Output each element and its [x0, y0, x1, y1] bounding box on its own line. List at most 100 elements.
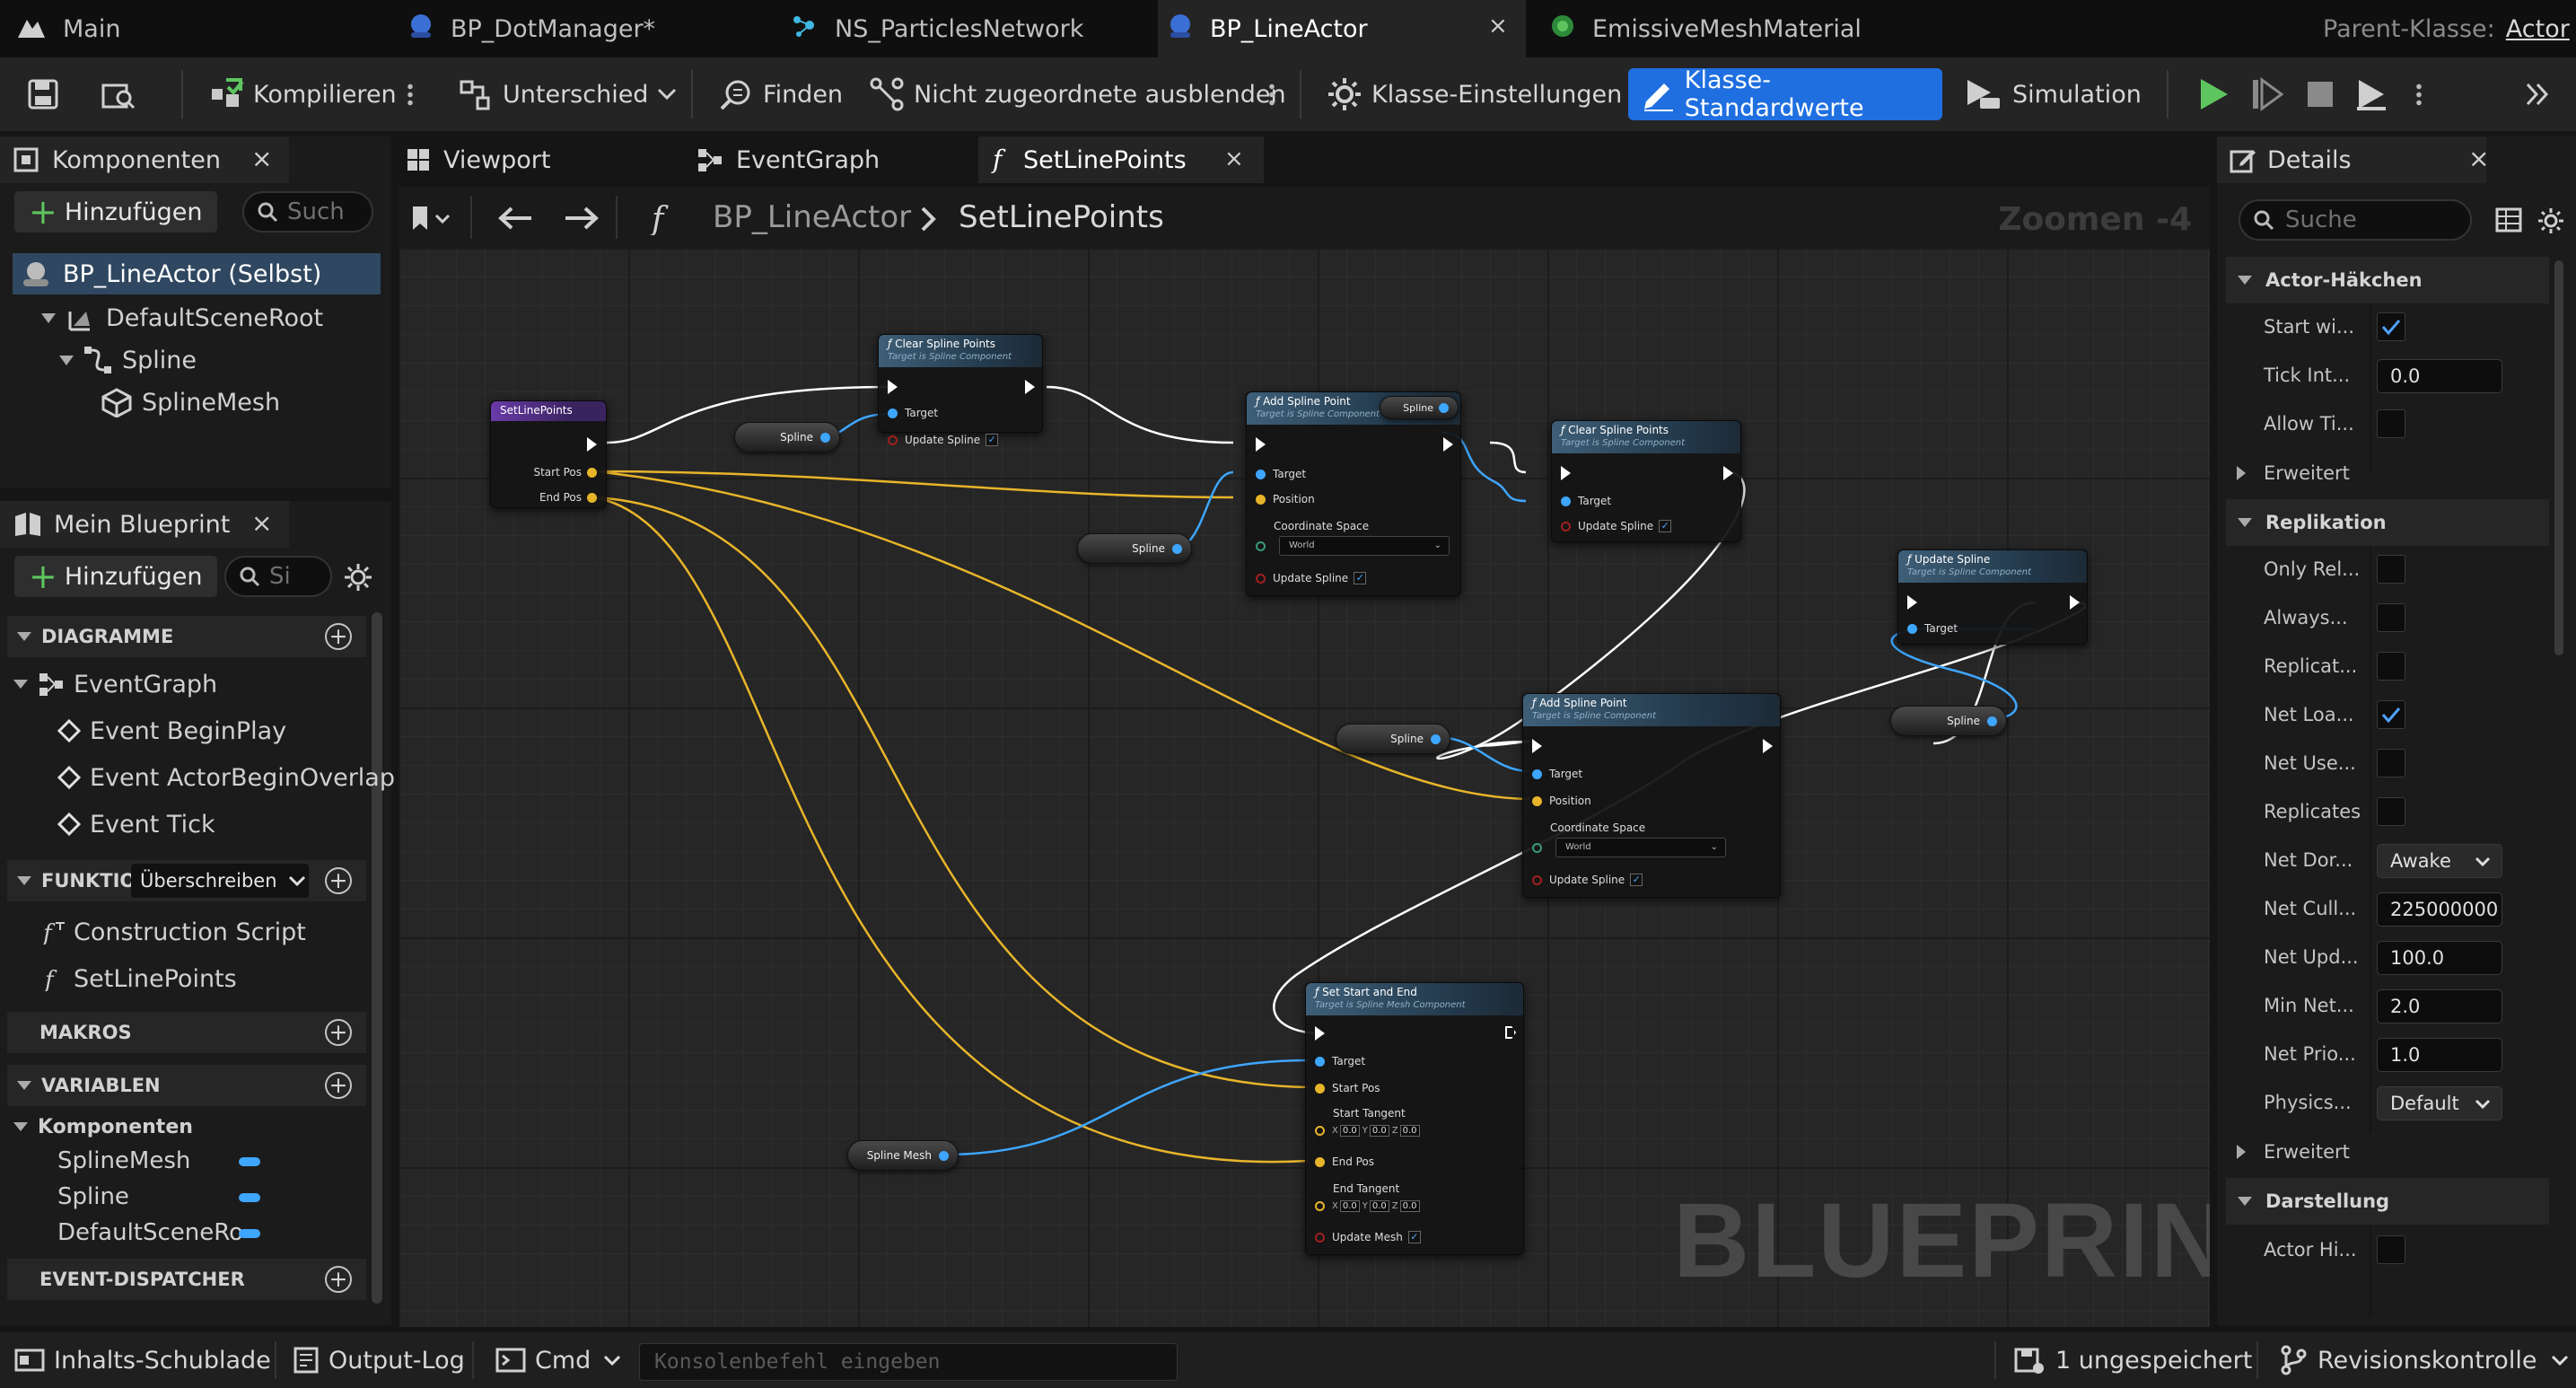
add-component-button[interactable]: +Hinzufügen — [14, 191, 217, 233]
tab-emissivemeshmaterial[interactable]: EmissiveMeshMaterial — [1540, 0, 1917, 57]
graph-item-eventgraph[interactable]: EventGraph — [13, 666, 217, 702]
dispatchers-section-header[interactable]: EVENT-DISPATCHER — [7, 1259, 366, 1300]
section-rendering[interactable]: Darstellung — [2226, 1178, 2549, 1225]
class-settings-button[interactable]: Klasse-Einstellungen — [1327, 57, 1622, 131]
my-blueprint-search-input[interactable]: Si — [224, 556, 332, 597]
end-pos-pin[interactable]: End Pos — [539, 491, 597, 504]
close-icon[interactable]: × — [1224, 145, 1244, 172]
min-net-update-input[interactable]: 2.0 — [2377, 989, 2502, 1023]
end-pos-pin[interactable]: End Pos — [1315, 1155, 1374, 1168]
variable-item-spline[interactable]: Spline — [57, 1180, 129, 1214]
add-macro-icon[interactable]: + — [325, 1019, 352, 1046]
update-spline-pin[interactable]: Update Spline✓ — [1256, 572, 1367, 584]
replicates-checkbox[interactable] — [2377, 797, 2405, 826]
start-with-tick-checkbox[interactable] — [2377, 312, 2405, 341]
actor-hidden-checkbox[interactable] — [2377, 1235, 2405, 1264]
variable-item-splinemesh[interactable]: SplineMesh — [57, 1144, 190, 1178]
content-drawer-button[interactable]: Inhalts-Schublade — [14, 1332, 271, 1388]
components-search-input[interactable]: Such — [242, 191, 373, 233]
class-defaults-button[interactable]: Klasse-Standardwerte — [1628, 66, 1942, 122]
section-actor-tick[interactable]: Actor-Häkchen — [2226, 257, 2549, 303]
vec-z[interactable]: 0.0 — [1399, 1200, 1420, 1212]
allow-tick-checkbox[interactable] — [2377, 409, 2405, 438]
net-dormancy-dropdown[interactable]: Awake — [2377, 844, 2502, 878]
target-pin[interactable]: Target — [1907, 622, 1958, 635]
exec-in-pin[interactable] — [1561, 466, 1571, 480]
node-setlinepoints-entry[interactable]: SetLinePoints Start Pos End Pos — [490, 400, 607, 508]
play-options-icon[interactable] — [2416, 83, 2422, 106]
gear-icon[interactable] — [2537, 206, 2565, 235]
function-item-setlinepoints[interactable]: f SetLinePoints — [39, 961, 237, 997]
function-item-construction-script[interactable]: f Construction Script — [39, 914, 306, 950]
position-pin[interactable]: Position — [1532, 795, 1591, 807]
gear-icon[interactable] — [343, 562, 373, 593]
add-variable-icon[interactable]: + — [325, 1072, 352, 1099]
tick-interval-input[interactable]: 0.0 — [2377, 359, 2502, 393]
start-pos-pin[interactable]: Start Pos — [533, 466, 597, 479]
tab-setlinepoints[interactable]: f SetLinePoints × — [978, 136, 1264, 183]
update-spline-pin[interactable]: Update Spline✓ — [1561, 520, 1672, 532]
vec-x[interactable]: 0.0 — [1339, 1125, 1360, 1137]
variables-section-header[interactable]: VARIABLEN — [7, 1065, 366, 1106]
unsaved-button[interactable]: 1 ungespeichert — [2014, 1332, 2252, 1388]
exec-in-pin[interactable] — [888, 380, 898, 394]
always-relevant-checkbox[interactable] — [2377, 603, 2405, 632]
exec-out-pin[interactable] — [1443, 437, 1453, 452]
variable-node-spline[interactable]: Spline — [1077, 533, 1192, 564]
variable-node-spline[interactable]: Spline — [734, 422, 840, 452]
position-pin[interactable]: Position — [1256, 493, 1315, 505]
add-member-button[interactable]: +Hinzufügen — [14, 556, 217, 597]
close-icon[interactable]: × — [2468, 144, 2490, 173]
table-view-icon[interactable] — [2495, 206, 2522, 233]
exec-out-pin[interactable] — [1723, 466, 1733, 480]
update-spline-pin[interactable]: Update Spline✓ — [1532, 874, 1643, 886]
browse-button[interactable] — [101, 57, 145, 131]
coordinate-space-dropdown[interactable]: World⌄ — [1279, 536, 1450, 556]
breadcrumb-root[interactable]: BP_LineActor — [713, 199, 912, 235]
output-log-button[interactable]: Output-Log — [293, 1332, 465, 1388]
add-dispatcher-icon[interactable]: + — [325, 1266, 352, 1293]
tab-bp-dotmanager[interactable]: BP_DotManager* — [399, 0, 775, 57]
net-load-checkbox[interactable] — [2377, 700, 2405, 729]
net-use-owner-checkbox[interactable] — [2377, 749, 2405, 777]
event-item-beginplay[interactable]: Event BeginPlay — [57, 713, 286, 749]
hide-unrelated-button[interactable]: Nicht zugeordnete ausblenden — [869, 57, 1286, 131]
update-mesh-pin[interactable]: Update Mesh✓ — [1315, 1231, 1421, 1243]
event-item-tick[interactable]: Event Tick — [57, 806, 215, 842]
forward-arrow-icon[interactable] — [564, 205, 600, 232]
details-search-input[interactable]: Suche — [2239, 199, 2472, 241]
more-options-icon[interactable] — [1269, 83, 1275, 106]
variable-category-components[interactable]: Komponenten — [13, 1110, 193, 1144]
exec-out-pin[interactable] — [1763, 739, 1773, 753]
macros-section-header[interactable]: MAKROS — [7, 1012, 366, 1053]
tab-main[interactable]: Main — [0, 0, 395, 57]
play-button[interactable] — [2197, 57, 2239, 131]
close-icon[interactable]: × — [251, 508, 273, 538]
component-item-spline[interactable]: Spline — [57, 342, 197, 378]
simulation-button[interactable]: Simulation — [1964, 57, 2142, 131]
exec-in-pin[interactable] — [1315, 1026, 1325, 1041]
blueprint-graph-canvas[interactable]: SetLinePoints Start Pos End Pos Spline ƒ… — [399, 248, 2210, 1327]
stop-button[interactable] — [2305, 57, 2344, 131]
exec-out-pin[interactable] — [1505, 1026, 1516, 1039]
vec-x[interactable]: 0.0 — [1339, 1200, 1360, 1212]
event-item-actorbeginoverlap[interactable]: Event ActorBeginOverlap — [57, 760, 395, 795]
diff-button[interactable]: Unterschied — [458, 57, 686, 131]
exec-out-pin[interactable] — [587, 437, 597, 452]
details-tab[interactable]: Details — [2230, 136, 2352, 183]
replicate-movement-checkbox[interactable] — [2377, 652, 2405, 681]
coordinate-space-pin[interactable] — [1532, 843, 1549, 853]
net-update-frequency-input[interactable]: 100.0 — [2377, 941, 2502, 975]
details-scrollbar[interactable] — [2554, 260, 2563, 655]
tab-eventgraph[interactable]: EventGraph — [697, 136, 975, 183]
my-blueprint-scrollbar[interactable] — [372, 612, 382, 1304]
components-tab[interactable]: Komponenten — [13, 136, 221, 183]
bookmark-icon[interactable] — [409, 205, 454, 232]
